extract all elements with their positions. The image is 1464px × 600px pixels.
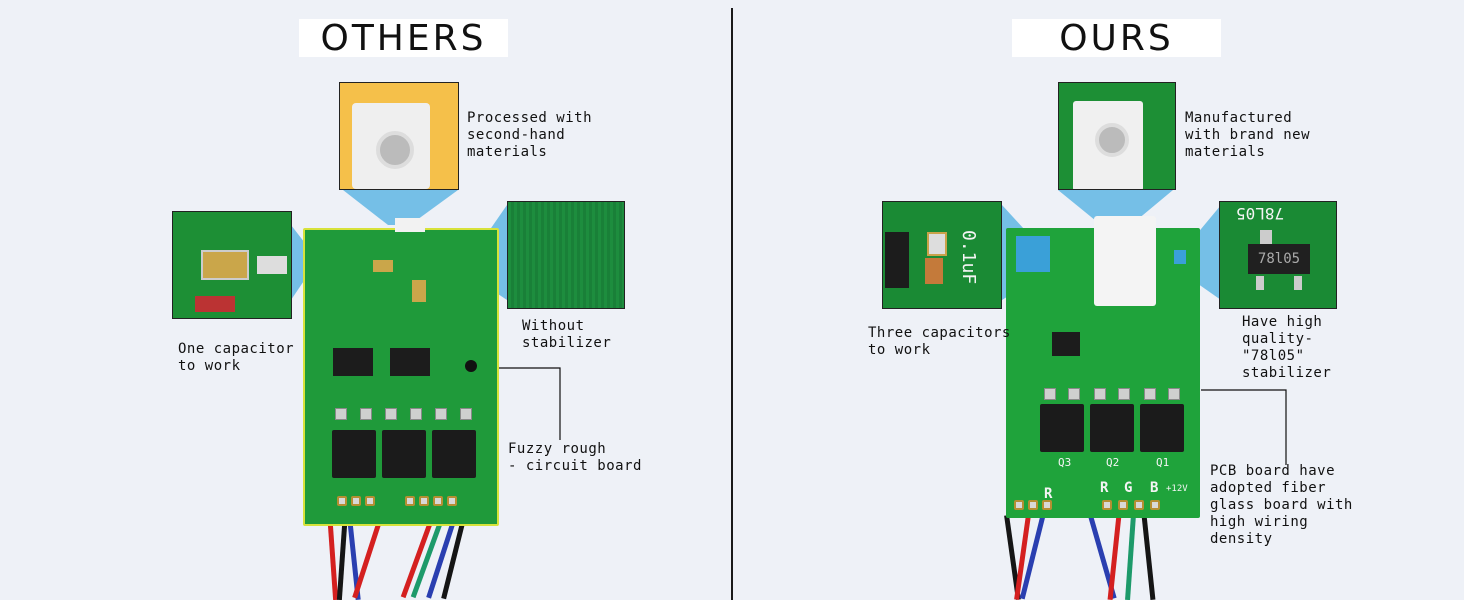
ic-chip (333, 348, 373, 376)
note-fiber-glass: PCB board have adopted fiber glass board… (1210, 463, 1353, 547)
note-without-stabilizer: Without stabilizer (522, 318, 612, 351)
label-12v: +12V (1166, 484, 1188, 494)
reg-chip-label: 78l05 (1248, 244, 1310, 274)
ic-chip (1052, 332, 1080, 356)
others-board-texture-photo (507, 201, 625, 309)
label-b: B (1150, 480, 1159, 496)
note-processed-secondhand: Processed with second-hand materials (467, 110, 593, 160)
ours-capacitors-photo: 0.1uF (882, 201, 1002, 309)
label-q3: Q3 (1058, 456, 1072, 469)
blue-capacitor (1016, 236, 1050, 272)
dc-jack-stub (395, 218, 425, 232)
others-capacitor-photo (172, 211, 292, 319)
ours-title: OURS (1012, 18, 1221, 59)
note-one-capacitor: One capacitor to work (178, 341, 295, 374)
label-r-wire: R (1100, 480, 1109, 496)
note-78l05-stabilizer: Have high quality- "78l05" stabilizer (1242, 314, 1332, 381)
note-brand-new: Manufactured with brand new materials (1185, 110, 1311, 160)
note-fuzzy-rough: Fuzzy rough - circuit board (508, 441, 642, 474)
label-r: R (1044, 486, 1053, 502)
label-q1: Q1 (1156, 456, 1170, 469)
reg-silkscreen-label: 78L05 (1236, 204, 1285, 223)
dc-jack (1094, 216, 1156, 306)
ours-dc-jack-photo (1058, 82, 1176, 190)
cap-silkscreen-label: 0.1uF (958, 230, 979, 285)
label-g: G (1124, 480, 1133, 496)
regulator-78l05 (1174, 250, 1186, 264)
resistor (412, 280, 426, 302)
center-divider (731, 8, 733, 600)
ours-pcb-board: Q3 Q2 Q1 R R G B +12V (1006, 216, 1200, 518)
capacitor (373, 260, 393, 272)
label-q2: Q2 (1106, 456, 1120, 469)
rough-spot (465, 360, 477, 372)
note-three-capacitors: Three capacitors to work (868, 325, 1011, 358)
others-pcb-board (303, 218, 499, 526)
others-dc-jack-photo (339, 82, 459, 190)
others-title: OTHERS (299, 18, 508, 59)
ic-chip (390, 348, 430, 376)
ours-78l05-photo: 78L05 78l05 (1219, 201, 1337, 309)
